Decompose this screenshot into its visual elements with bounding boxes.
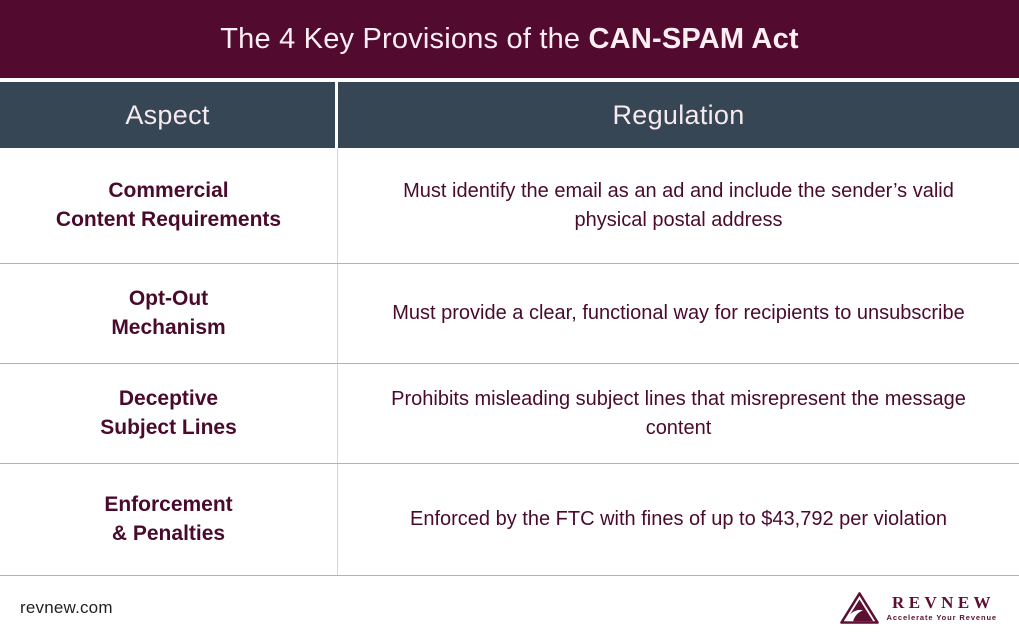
revnew-triangle-wave-icon xyxy=(839,591,879,624)
revnew-wordmark: REVNEW Accelerate Your Revenue xyxy=(886,594,997,622)
column-header-aspect-label: Aspect xyxy=(125,99,210,130)
column-header-regulation: Regulation xyxy=(338,82,1019,148)
page-title: The 4 Key Provisions of the CAN-SPAM Act xyxy=(220,23,799,56)
column-header-aspect: Aspect xyxy=(0,82,338,148)
regulation-text: Must provide a clear, functional way for… xyxy=(392,302,965,324)
revnew-logo: REVNEW Accelerate Your Revenue xyxy=(839,591,999,624)
revnew-name: REVNEW xyxy=(892,592,995,612)
regulation-text: Prohibits misleading subject lines that … xyxy=(391,387,966,439)
cell-regulation: Must identify the email as an ad and inc… xyxy=(338,148,1019,263)
revnew-tagline: Accelerate Your Revenue xyxy=(886,612,997,622)
title-banner: The 4 Key Provisions of the CAN-SPAM Act xyxy=(0,0,1019,78)
page-title-regular: The 4 Key Provisions of the xyxy=(220,22,589,55)
regulation-text: Enforced by the FTC with fines of up to … xyxy=(410,508,947,530)
regulation-text: Must identify the email as an ad and inc… xyxy=(403,179,954,231)
page-footer: revnew.com REVNEW Accelerate Your Revenu… xyxy=(0,578,1019,637)
aspect-label: Enforcement& Penalties xyxy=(104,492,233,545)
site-url: revnew.com xyxy=(20,597,113,617)
cell-regulation: Must provide a clear, functional way for… xyxy=(338,264,1019,363)
cell-aspect: Enforcement& Penalties xyxy=(0,464,338,575)
cell-regulation: Enforced by the FTC with fines of up to … xyxy=(338,464,1019,575)
page-title-emphasis: CAN-SPAM Act xyxy=(588,22,799,55)
table-row: Enforcement& Penalties Enforced by the F… xyxy=(0,463,1019,575)
column-header-regulation-label: Regulation xyxy=(612,99,745,130)
cell-regulation: Prohibits misleading subject lines that … xyxy=(338,364,1019,463)
table-header-row: Aspect Regulation xyxy=(0,82,1019,148)
